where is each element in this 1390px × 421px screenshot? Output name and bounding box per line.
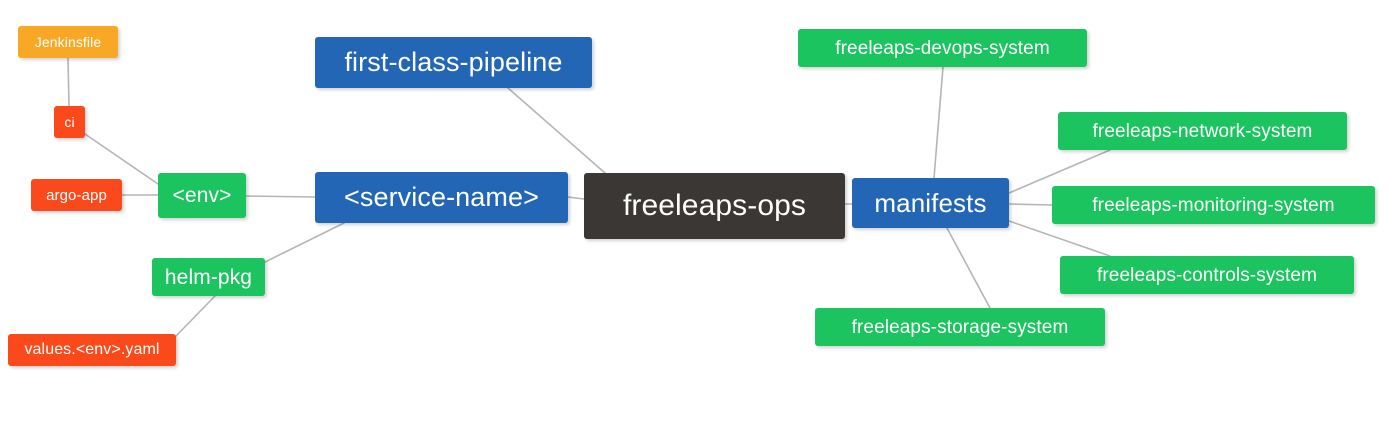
node-freeleaps-monitoring-system[interactable]: freeleaps-monitoring-system	[1052, 186, 1375, 224]
node-values-yaml[interactable]: values.<env>.yaml	[8, 334, 176, 366]
node-freeleaps-ops[interactable]: freeleaps-ops	[584, 173, 845, 239]
edge-manifests-to-freeleaps-controls-system	[1008, 220, 1111, 257]
node-first-class-pipeline[interactable]: first-class-pipeline	[315, 37, 592, 88]
node-argo-app[interactable]: argo-app	[31, 179, 122, 211]
edge-manifests-to-freeleaps-storage-system	[946, 227, 991, 309]
node-env[interactable]: <env>	[158, 173, 246, 218]
edge-manifests-to-freeleaps-monitoring-system	[1008, 203, 1053, 206]
node-helm-pkg[interactable]: helm-pkg	[152, 258, 265, 296]
node-freeleaps-devops-system[interactable]: freeleaps-devops-system	[798, 29, 1087, 67]
node-ci[interactable]: ci	[54, 106, 85, 138]
node-freeleaps-controls-system[interactable]: freeleaps-controls-system	[1060, 256, 1354, 294]
node-manifests[interactable]: manifests	[852, 178, 1009, 228]
edge-first-class-pipeline-to-freeleaps-ops	[507, 87, 606, 174]
node-freeleaps-storage-system[interactable]: freeleaps-storage-system	[815, 308, 1105, 346]
edge-helm-pkg-to-service-name	[264, 222, 345, 263]
edge-env-to-service-name	[245, 195, 316, 198]
edge-manifests-to-freeleaps-network-system	[1008, 149, 1111, 194]
edge-jenkinsfile-to-ci	[67, 57, 70, 107]
node-jenkinsfile[interactable]: Jenkinsfile	[18, 26, 118, 58]
edge-ci-to-env	[84, 133, 159, 185]
edge-values-yaml-to-helm-pkg	[175, 295, 216, 337]
edge-service-name-to-freeleaps-ops	[567, 196, 585, 200]
edge-manifests-to-freeleaps-devops-system	[933, 66, 944, 179]
node-freeleaps-network-system[interactable]: freeleaps-network-system	[1058, 112, 1347, 150]
node-service-name[interactable]: <service-name>	[315, 172, 568, 223]
